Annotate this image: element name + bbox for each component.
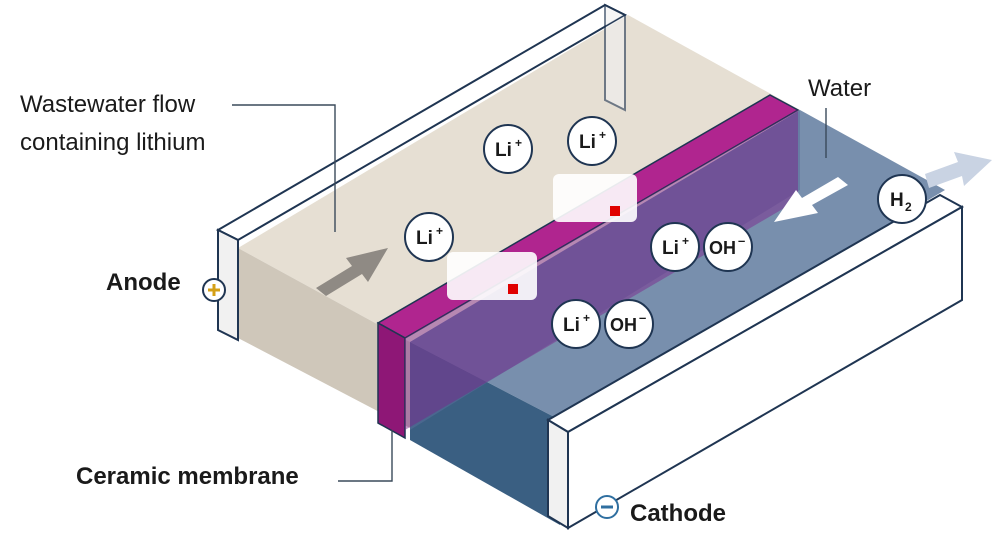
- svg-text:+: +: [436, 224, 443, 238]
- svg-text:+: +: [515, 136, 522, 150]
- wastewater-label-line2: containing lithium: [20, 129, 205, 156]
- water-label: Water: [808, 75, 871, 102]
- oh-ion-circle: OH –: [604, 299, 654, 349]
- cathode-electrode-face: [567, 205, 963, 530]
- svg-text:–: –: [738, 233, 745, 248]
- anode-label: Anode: [106, 269, 181, 296]
- svg-text:Li: Li: [563, 315, 580, 336]
- membrane-label: Ceramic membrane: [76, 463, 299, 490]
- li-ion-circle: Li +: [551, 299, 601, 349]
- svg-text:+: +: [599, 128, 606, 142]
- h2-exit-arrow: [925, 152, 992, 188]
- wastewater-label-line1: Wastewater flow: [20, 91, 196, 118]
- anode-electrode-back: [604, 3, 626, 112]
- artifact-patch: [508, 284, 518, 294]
- svg-text:+: +: [583, 311, 590, 325]
- wastewater-flow-arrow: [316, 248, 388, 296]
- li-ion-circle: Li +: [567, 116, 617, 166]
- membrane-front: [377, 321, 406, 440]
- svg-text:Li: Li: [579, 132, 596, 153]
- artifact-patch: [610, 206, 620, 216]
- cathode-label: Cathode: [630, 500, 726, 527]
- membrane-side: [405, 110, 798, 430]
- cathode-chamber-shadow: [410, 110, 800, 430]
- svg-text:2: 2: [905, 200, 912, 214]
- artifact-patch: [553, 174, 637, 222]
- svg-text:Li: Li: [662, 238, 679, 259]
- anode-chamber-front: [238, 248, 410, 428]
- water-flow-arrow: [774, 177, 848, 222]
- h2-molecule-circle: H 2: [877, 174, 927, 224]
- svg-text:Li: Li: [495, 140, 512, 161]
- cathode-minus-icon: [595, 495, 619, 519]
- anode-plus-icon: [202, 278, 226, 302]
- li-ion-circle: Li +: [483, 124, 533, 174]
- artifact-patch: [447, 252, 537, 300]
- li-ion-circle: Li +: [650, 222, 700, 272]
- cathode-electrode-front: [547, 418, 569, 530]
- svg-text:–: –: [639, 310, 646, 325]
- membrane-leader: [338, 430, 393, 482]
- svg-text:OH: OH: [709, 238, 736, 258]
- svg-text:Li: Li: [416, 228, 433, 249]
- oh-ion-circle: OH –: [703, 222, 753, 272]
- svg-text:OH: OH: [610, 315, 637, 335]
- svg-text:+: +: [682, 234, 689, 248]
- svg-text:H: H: [890, 190, 904, 211]
- wastewater-leader: [232, 104, 336, 232]
- anode-electrode-inner-edge: [237, 14, 626, 241]
- li-ion-circle: Li +: [404, 212, 454, 262]
